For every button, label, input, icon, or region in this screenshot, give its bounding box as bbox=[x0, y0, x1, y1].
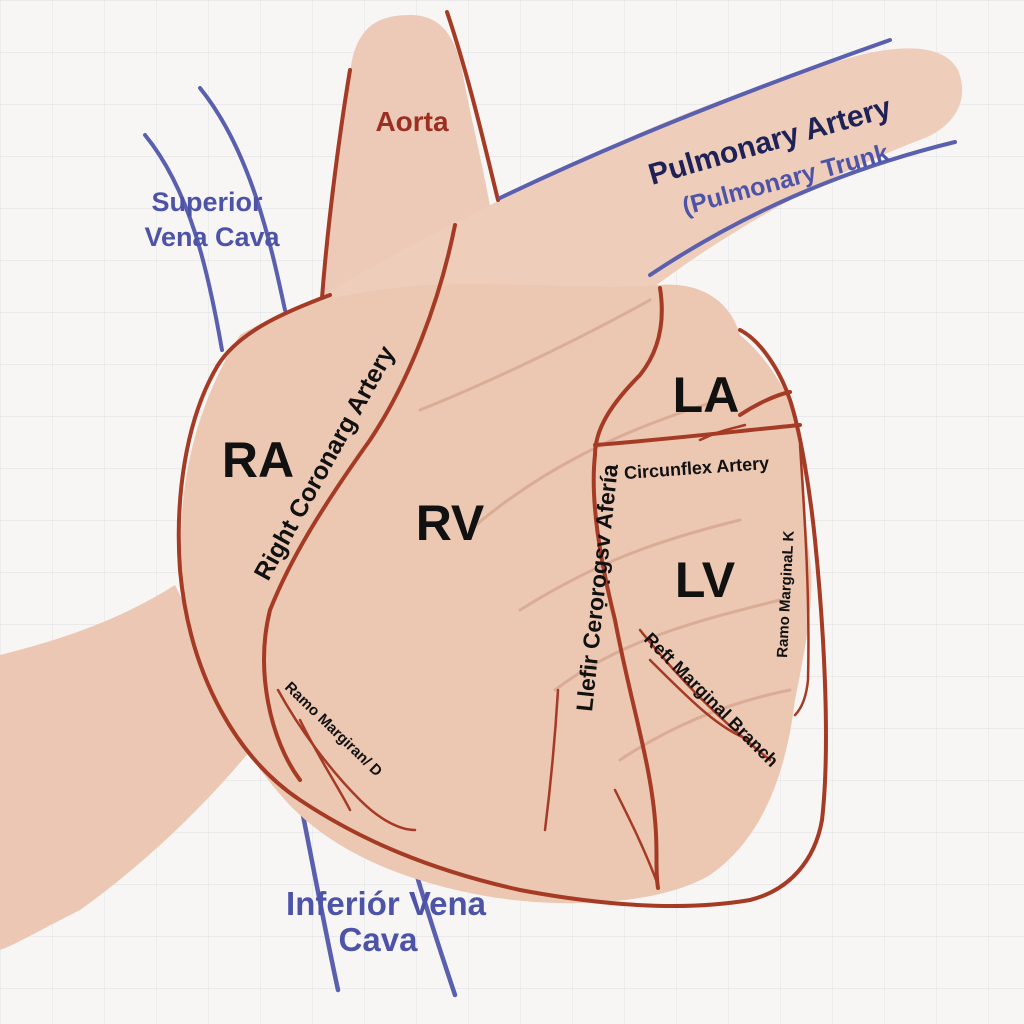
coronary-branches bbox=[276, 423, 810, 887]
pulmonary-artery-vessel bbox=[498, 38, 957, 277]
forearm bbox=[0, 585, 255, 950]
right-atrium-label: RA bbox=[222, 432, 294, 488]
heart-outline bbox=[176, 10, 828, 909]
finger-creases bbox=[418, 298, 792, 762]
right-ventricle-label: RV bbox=[416, 495, 485, 551]
inferior-vena-cava-label-line1: Inferiór Vena bbox=[286, 885, 487, 922]
inferior-vena-cava-label-line2: Cava bbox=[339, 921, 419, 958]
superior-vena-cava-label-line2: Vena Cava bbox=[144, 222, 280, 252]
left-ventricle-label: LV bbox=[675, 552, 736, 608]
superior-vena-cava-label-line1: Superior bbox=[151, 187, 263, 217]
superior-vena-cava-vessel bbox=[143, 86, 287, 352]
ramo-marginal-left-label: Ramo MarginaL K bbox=[774, 530, 798, 658]
aorta-label: Aorta bbox=[375, 106, 449, 137]
left-atrium-label: LA bbox=[673, 367, 740, 423]
